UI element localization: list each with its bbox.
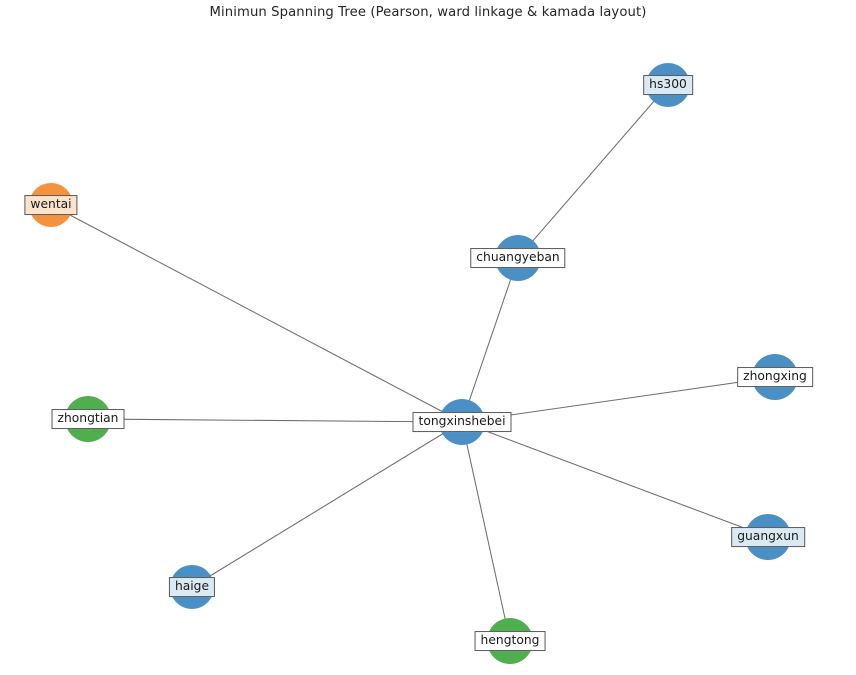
node-label-hs300: hs300	[643, 75, 693, 95]
graph-edge	[461, 376, 776, 423]
node-label-haige: haige	[168, 577, 216, 597]
edges-group	[50, 84, 776, 642]
graph-edge	[461, 257, 519, 423]
nodes-group	[29, 63, 798, 664]
node-label-chuangyeban: chuangyeban	[470, 248, 566, 268]
node-label-tongxinshebei: tongxinshebei	[412, 412, 512, 432]
graph-edge	[87, 418, 463, 423]
graph-edge	[191, 421, 463, 588]
graph-edge	[50, 204, 463, 423]
node-label-zhongtian: zhongtian	[51, 409, 125, 429]
node-label-guangxun: guangxun	[731, 527, 805, 547]
graph-edge	[461, 421, 769, 538]
graph-edge	[517, 84, 669, 259]
node-label-hengtong: hengtong	[474, 631, 546, 651]
node-label-zhongxing: zhongxing	[737, 367, 813, 387]
graph-edge	[461, 421, 511, 642]
node-label-wentai: wentai	[24, 195, 78, 215]
chart-title: Minimun Spanning Tree (Pearson, ward lin…	[209, 5, 647, 20]
